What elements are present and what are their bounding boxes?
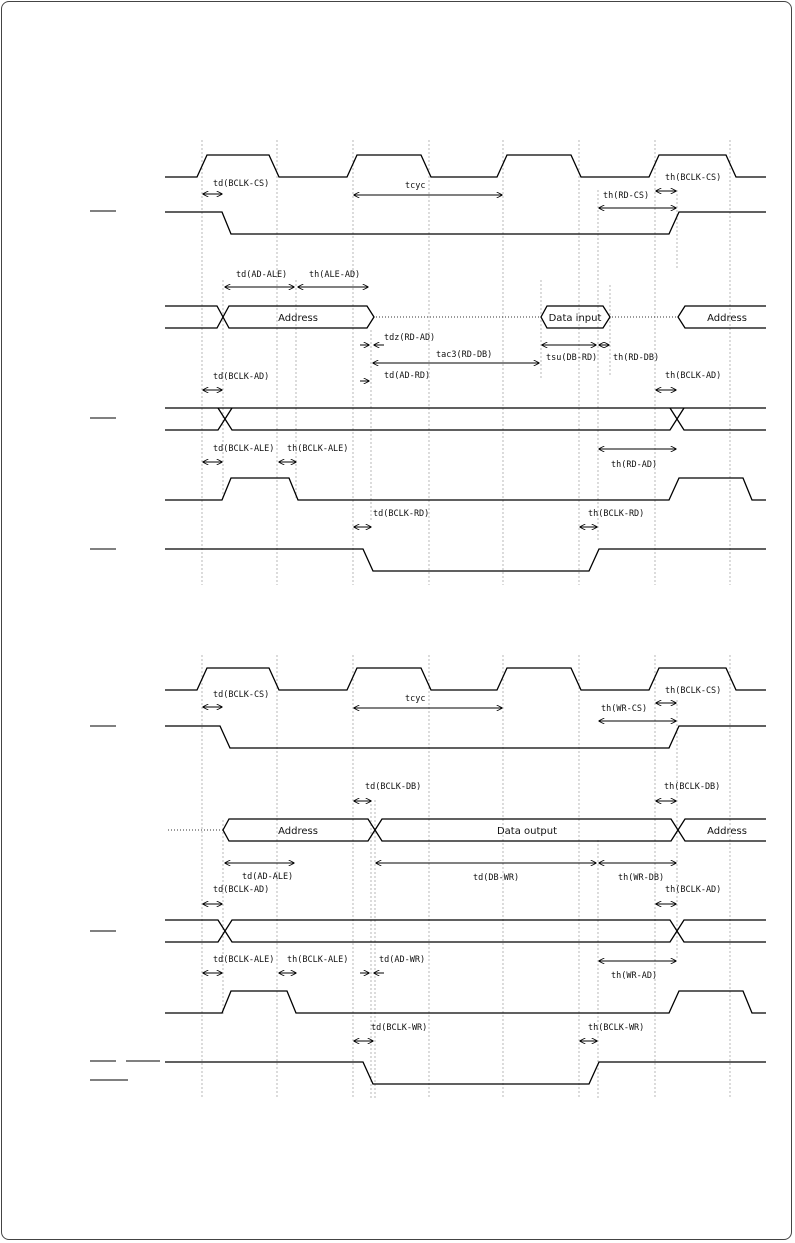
write-cs-waveform xyxy=(165,725,766,749)
read-label-tac3-rd-db: tac3(RD-DB) xyxy=(436,350,492,360)
write-label-td-bclk-ad: td(BCLK-AD) xyxy=(213,885,269,895)
write-label-th-wr-ad: th(WR-AD) xyxy=(611,971,657,981)
write-data-bus xyxy=(168,818,766,842)
write-timing-arrows xyxy=(203,703,676,1041)
read-label-tdz-rd-ad: tdz(RD-AD) xyxy=(384,333,435,343)
read-label-tsu-db-rd: tsu(DB-RD) xyxy=(546,353,597,363)
read-address-bus-crossing xyxy=(165,407,766,431)
write-label-th-bclk-ad: th(BCLK-AD) xyxy=(665,885,721,895)
write-wr-waveform xyxy=(165,1061,766,1085)
read-cs-waveform xyxy=(165,211,766,235)
write-label-th-bclk-db: th(BCLK-DB) xyxy=(664,782,720,792)
read-bus-data-input: Data input xyxy=(549,313,602,324)
write-label-tcyc: tcyc xyxy=(405,694,425,704)
read-label-th-bclk-cs: th(BCLK-CS) xyxy=(665,173,721,183)
write-label-th-wr-cs: th(WR-CS) xyxy=(601,704,647,714)
read-timing-arrows xyxy=(203,191,676,527)
write-label-th-wr-db: th(WR-DB) xyxy=(618,873,664,883)
read-rd-waveform xyxy=(165,548,766,572)
read-label-td-ad-ale: td(AD-ALE) xyxy=(236,270,287,280)
write-label-td-db-wr: td(DB-WR) xyxy=(473,873,519,883)
write-grid-lines xyxy=(201,655,731,1098)
write-address-bus xyxy=(165,919,766,943)
read-ale-waveform xyxy=(165,477,766,501)
write-bclk-waveform xyxy=(165,667,766,691)
read-bus-address-end: Address xyxy=(707,313,747,324)
read-label-td-bclk-ale: td(BCLK-ALE) xyxy=(213,444,274,454)
read-label-td-bclk-ad: td(BCLK-AD) xyxy=(213,372,269,382)
write-label-td-ad-wr: td(AD-WR) xyxy=(379,955,425,965)
write-timing-diagram: td(BCLK-CS) tcyc th(BCLK-CS) th(WR-CS) t… xyxy=(90,655,766,1098)
write-label-th-bclk-wr: th(BCLK-WR) xyxy=(588,1023,644,1033)
read-label-th-rd-db: th(RD-DB) xyxy=(613,353,659,363)
write-label-td-bclk-wr: td(BCLK-WR) xyxy=(371,1023,427,1033)
write-bus-address: Address xyxy=(278,826,318,837)
read-bus-address: Address xyxy=(278,313,318,324)
read-label-th-rd-ad: th(RD-AD) xyxy=(611,460,657,470)
read-label-th-ale-ad: th(ALE-AD) xyxy=(309,270,360,280)
write-bus-address-end: Address xyxy=(707,826,747,837)
read-label-th-bclk-rd: th(BCLK-RD) xyxy=(588,509,644,519)
write-bus-data-output: Data output xyxy=(497,826,557,837)
read-timing-diagram: td(BCLK-CS) tcyc th(BCLK-CS) th(RD-CS) t… xyxy=(90,140,766,585)
read-label-td-bclk-cs: td(BCLK-CS) xyxy=(213,179,269,189)
write-label-th-bclk-cs: th(BCLK-CS) xyxy=(665,686,721,696)
write-ale-waveform xyxy=(165,990,766,1014)
write-label-td-bclk-db: td(BCLK-DB) xyxy=(365,782,421,792)
read-label-td-ad-rd: td(AD-RD) xyxy=(384,371,430,381)
read-label-td-bclk-rd: td(BCLK-RD) xyxy=(373,509,429,519)
write-label-td-bclk-ale: td(BCLK-ALE) xyxy=(213,955,274,965)
read-label-th-rd-cs: th(RD-CS) xyxy=(603,191,649,201)
read-label-tcyc: tcyc xyxy=(405,181,425,191)
read-bclk-waveform xyxy=(165,154,766,178)
write-label-td-ad-ale: td(AD-ALE) xyxy=(242,872,293,882)
read-ad-bus xyxy=(165,305,766,329)
read-label-th-bclk-ad: th(BCLK-AD) xyxy=(665,371,721,381)
read-label-th-bclk-ale: th(BCLK-ALE) xyxy=(287,444,348,454)
write-label-td-bclk-cs: td(BCLK-CS) xyxy=(213,690,269,700)
write-label-th-bclk-ale: th(BCLK-ALE) xyxy=(287,955,348,965)
